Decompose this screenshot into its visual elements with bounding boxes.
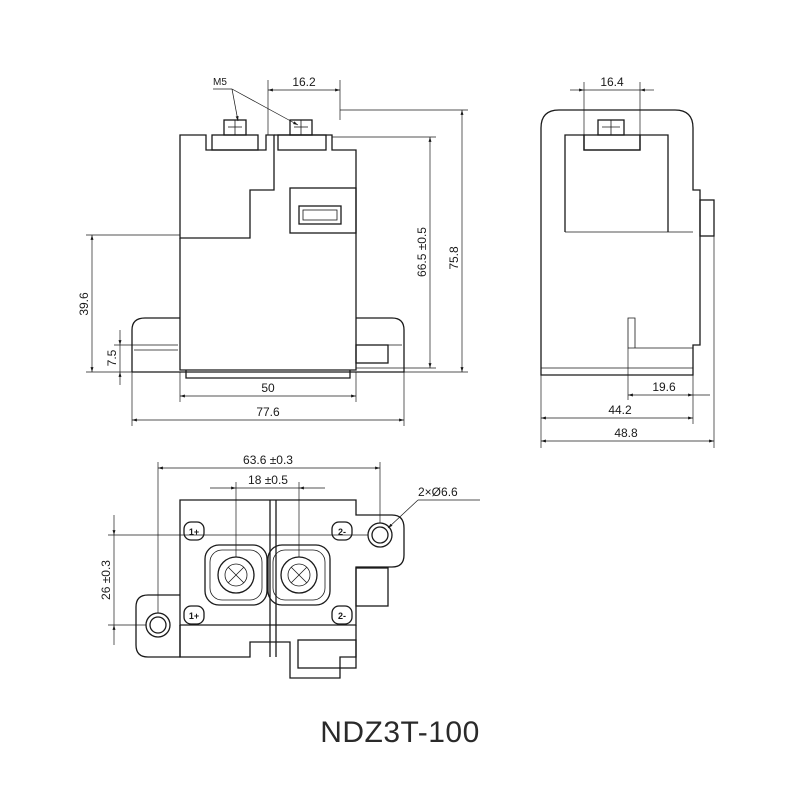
mount-height-label: 39.6 [77, 292, 91, 316]
flange-thickness-label: 7.5 [105, 349, 119, 366]
front-view: M5 16.2 66.5 ±0.5 75.8 39.6 7.5 [77, 75, 468, 426]
front-tab [355, 344, 389, 364]
vertical-spacing-label: 26 ±0.3 [99, 560, 113, 600]
svg-text:2-: 2- [338, 611, 346, 621]
front-connector-window [298, 205, 342, 225]
polarity-mark-3: 1+ [183, 605, 205, 625]
svg-text:1+: 1+ [189, 611, 199, 621]
side-terminal [583, 119, 641, 151]
terminal-spacing-label: 16.2 [292, 75, 316, 89]
side-body-depth-label: 44.2 [608, 403, 632, 417]
front-terminal-2 [277, 119, 327, 151]
front-connector-housing [289, 187, 357, 234]
top-flange-left [135, 594, 181, 658]
base-width-label: 50 [261, 381, 275, 395]
side-connector [699, 199, 715, 237]
front-terminal-1 [211, 119, 259, 151]
front-base-plate [185, 370, 351, 379]
front-flange [131, 317, 405, 373]
top-mount-hole-right [367, 522, 393, 548]
polarity-mark-4: 2- [331, 605, 353, 625]
side-lower-detail [541, 317, 693, 369]
hole-diameter-label: 2×Ø6.6 [418, 485, 458, 499]
top-lower-step [179, 625, 357, 679]
side-terminal-width-label: 16.4 [600, 75, 624, 89]
polarity-mark-2: 2- [331, 521, 353, 541]
model-title: NDZ3T-100 [320, 716, 480, 749]
overall-height-label: 75.8 [447, 246, 461, 270]
hole-spacing-label: 63.6 ±0.3 [243, 453, 293, 467]
side-overall-depth-label: 48.8 [614, 426, 638, 440]
terminal-pitch-label: 18 ±0.5 [248, 473, 288, 487]
overall-width-label: 77.6 [256, 405, 280, 419]
side-offset-label: 19.6 [652, 380, 676, 394]
top-mount-hole-left [145, 612, 171, 638]
front-connector-pin [302, 209, 338, 221]
side-body-outline [540, 109, 701, 376]
polarity-mark-1: 1+ [183, 521, 205, 541]
svg-text:1+: 1+ [189, 527, 199, 537]
top-body-outline [179, 499, 405, 626]
front-body-right [179, 134, 357, 371]
height-terminal-label: 66.5 ±0.5 [415, 227, 429, 277]
front-flange-inner [134, 344, 402, 351]
top-view: 1+ 2- 1+ 2- 63.6 ±0.3 18 ±0.5 2×Ø6.6 [99, 453, 480, 679]
svg-text:2-: 2- [338, 527, 346, 537]
side-view: 16.4 19.6 44.2 48.8 [540, 75, 715, 448]
top-connector [297, 639, 357, 669]
thread-label: M5 [213, 77, 227, 88]
top-side-tab [355, 567, 389, 607]
